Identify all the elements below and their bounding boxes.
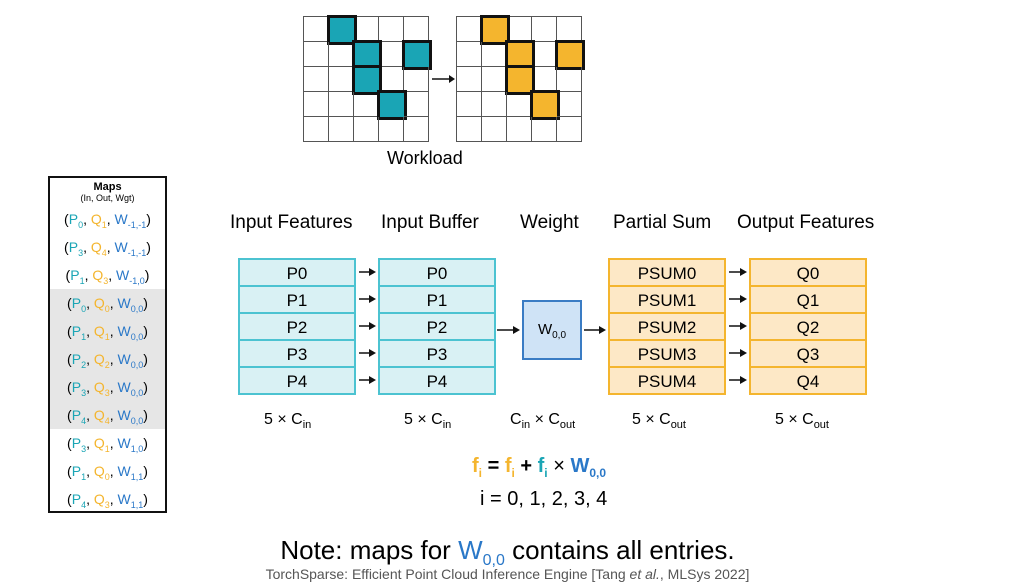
input-to-buffer-arrow bbox=[359, 349, 376, 357]
active-grid-cell bbox=[327, 15, 357, 45]
map-entry: (P2, Q2, W0,0) bbox=[50, 345, 165, 373]
map-entry: (P3, Q1, W1,0) bbox=[67, 435, 148, 454]
output-features-title: Output Features bbox=[737, 212, 875, 233]
input-features-cell: P4 bbox=[238, 366, 356, 395]
input-to-buffer-arrow bbox=[359, 322, 376, 330]
input-features-dim: 5 × Cin bbox=[264, 411, 312, 432]
maps-title: Maps bbox=[93, 181, 122, 193]
grid-cell bbox=[354, 117, 379, 142]
psum-to-output-arrow bbox=[729, 322, 747, 330]
formula-line2: i = 0, 1, 2, 3, 4 bbox=[480, 488, 608, 510]
grid-cell bbox=[532, 117, 557, 142]
grid-cell bbox=[304, 117, 329, 142]
grid-cell bbox=[507, 117, 532, 142]
grid-cell bbox=[379, 17, 404, 42]
map-entry: (P4, Q3, W1,1) bbox=[67, 491, 148, 510]
map-entry: (P4, Q4, W0,0) bbox=[50, 401, 165, 429]
active-grid-cell bbox=[530, 90, 560, 120]
grid-cell bbox=[482, 92, 507, 117]
output-features-cell: Q3 bbox=[749, 339, 867, 368]
grid-cell bbox=[304, 42, 329, 67]
grid-cell bbox=[379, 117, 404, 142]
psum-to-output-arrow bbox=[729, 349, 747, 357]
partial-sum-cell: PSUM2 bbox=[608, 312, 726, 341]
input-buffer-cell: P3 bbox=[378, 339, 496, 368]
input-features-cell: P0 bbox=[238, 258, 356, 287]
weight-label: W bbox=[537, 321, 553, 338]
map-entry: (P1, Q3, W-1,0) bbox=[65, 267, 150, 286]
output-features-cell: Q1 bbox=[749, 285, 867, 314]
grid-cell bbox=[304, 92, 329, 117]
grid-cell bbox=[557, 92, 582, 117]
output-features-cell: Q0 bbox=[749, 258, 867, 287]
maps-subtitle: (In, Out, Wgt) bbox=[80, 193, 135, 203]
workload-output-grid bbox=[456, 15, 585, 142]
input-buffer-dim: 5 × Cin bbox=[404, 411, 452, 432]
input-to-buffer-arrow bbox=[359, 268, 376, 276]
workload-arrow bbox=[432, 75, 455, 83]
active-grid-cell bbox=[402, 40, 432, 70]
buffer-to-weight-arrow bbox=[497, 326, 520, 334]
weight-label-sub: 0,0 bbox=[552, 330, 567, 341]
active-grid-cell bbox=[377, 90, 407, 120]
map-entry: (P0, Q1, W-1,-1) bbox=[64, 211, 151, 230]
partial-sum-title: Partial Sum bbox=[613, 212, 712, 233]
maps-list: (P0, Q1, W-1,-1) (P3, Q4, W-1,-1) (P1, Q3,… bbox=[50, 205, 165, 513]
workload-caption: Workload bbox=[387, 148, 463, 168]
input-features-cell: P2 bbox=[238, 312, 356, 341]
map-entry: (P3, Q4, W-1,-1) bbox=[64, 239, 151, 258]
grid-cell bbox=[457, 67, 482, 92]
map-entry: (P1, Q0, W1,1) bbox=[67, 463, 148, 482]
formula-line1: fi = fi + fi × W0,0 bbox=[472, 455, 607, 480]
grid-cell bbox=[404, 117, 429, 142]
grid-cell bbox=[557, 67, 582, 92]
weight-dim: Cin × Cout bbox=[510, 411, 576, 432]
weight-block: W0,0 bbox=[522, 300, 582, 360]
grid-cell bbox=[329, 117, 354, 142]
partial-sum-cell: PSUM0 bbox=[608, 258, 726, 287]
psum-to-output-arrow bbox=[729, 376, 747, 384]
psum-to-output-arrow bbox=[729, 268, 747, 276]
psum-to-output-arrow bbox=[729, 295, 747, 303]
partial-sum-dim: 5 × Cout bbox=[632, 411, 686, 432]
workload-input-grid bbox=[303, 15, 432, 142]
grid-cell bbox=[404, 67, 429, 92]
grid-cell bbox=[404, 92, 429, 117]
grid-cell bbox=[457, 42, 482, 67]
grid-cell bbox=[532, 17, 557, 42]
maps-panel: Maps (In, Out, Wgt) (P0, Q1, W-1,-1) (P3,… bbox=[48, 176, 167, 513]
map-entry: (P1, Q1, W0,0) bbox=[50, 317, 165, 345]
grid-cell bbox=[304, 67, 329, 92]
weight-to-psum-arrow bbox=[584, 326, 606, 334]
map-entry: (P3, Q3, W0,0) bbox=[50, 373, 165, 401]
weight-title: Weight bbox=[520, 212, 579, 233]
citation: TorchSparse: Efficient Point Cloud Infer… bbox=[265, 566, 750, 582]
grid-cell bbox=[329, 92, 354, 117]
note-text: Note: maps for W0,0 contains all entries… bbox=[280, 535, 735, 570]
grid-cell bbox=[457, 117, 482, 142]
input-to-buffer-arrow bbox=[359, 295, 376, 303]
input-features-cell: P3 bbox=[238, 339, 356, 368]
grid-cell bbox=[482, 117, 507, 142]
grid-cell bbox=[457, 92, 482, 117]
input-to-buffer-arrow bbox=[359, 376, 376, 384]
active-grid-cell bbox=[555, 40, 585, 70]
output-features-dim: 5 × Cout bbox=[775, 411, 829, 432]
grid-cell bbox=[557, 117, 582, 142]
map-entry: (P0, Q0, W0,0) bbox=[50, 289, 165, 317]
input-buffer-cell: P0 bbox=[378, 258, 496, 287]
input-features-title: Input Features bbox=[230, 212, 353, 233]
input-buffer-title: Input Buffer bbox=[381, 212, 479, 233]
